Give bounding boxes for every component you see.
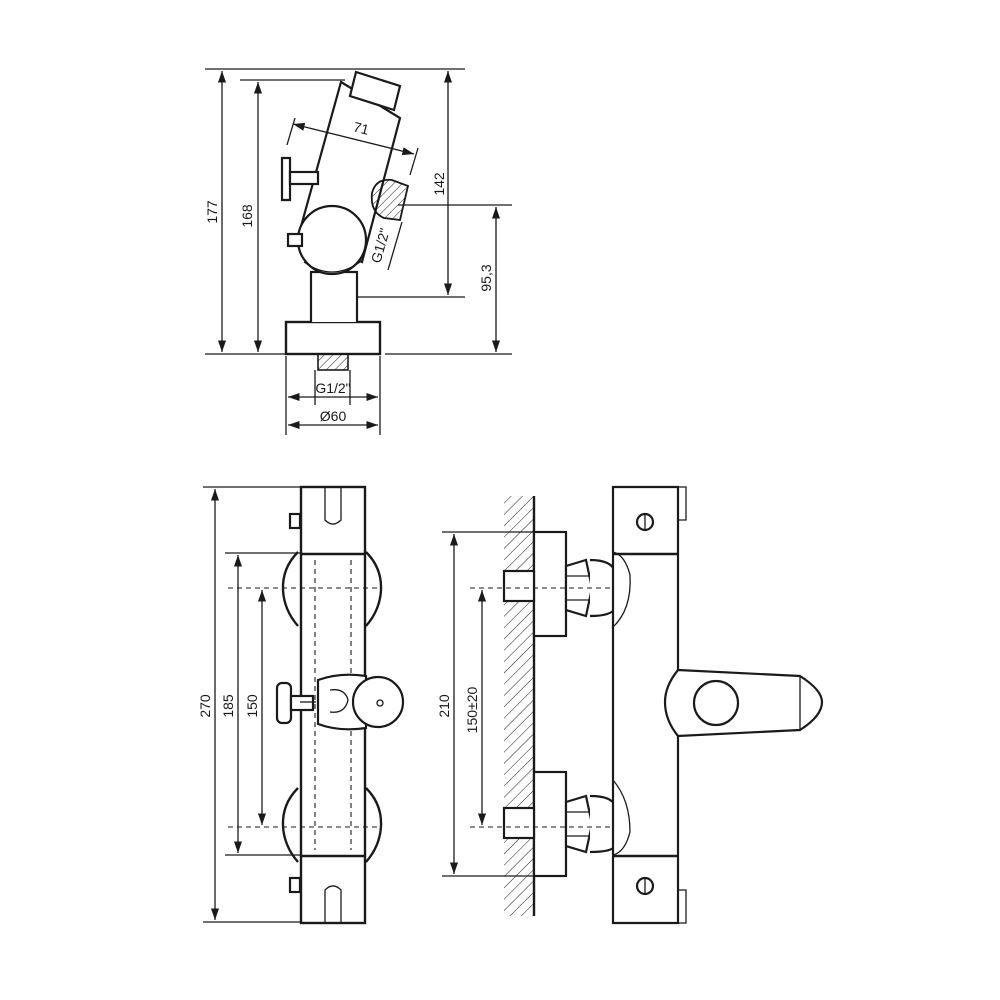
dim-210: 210 [436,694,452,718]
dim-g-bottom: G1/2" [315,380,350,396]
dim-60: Ø60 [320,408,347,424]
dim-177: 177 [204,200,220,224]
temperature-knob [351,675,405,729]
dim-g-top: G1/2" [368,226,393,264]
wall-hatch [504,496,534,916]
front-view: 270 185 150 [197,485,405,925]
valve-round-body [296,204,368,276]
dim-168: 168 [239,204,255,228]
spout [663,668,824,738]
neck [309,270,359,322]
dim-95-3: 95,3 [478,264,494,291]
bottom-thread-stub [317,353,349,371]
handle [280,156,292,202]
dim-150-pm-20: 150±20 [464,686,480,733]
dim-270: 270 [197,694,213,718]
base-plate [284,320,382,356]
dim-71: 71 [352,119,371,138]
top-cap [348,70,402,112]
side-view: 177 168 71 142 95,3 G1/2" G1/2" Ø60 [204,68,512,435]
wall-view: 210 150±20 [436,485,824,925]
outlet-hatched [370,178,410,221]
dim-142: 142 [431,172,447,196]
dim-185: 185 [220,694,236,718]
dim-150: 150 [244,694,260,718]
